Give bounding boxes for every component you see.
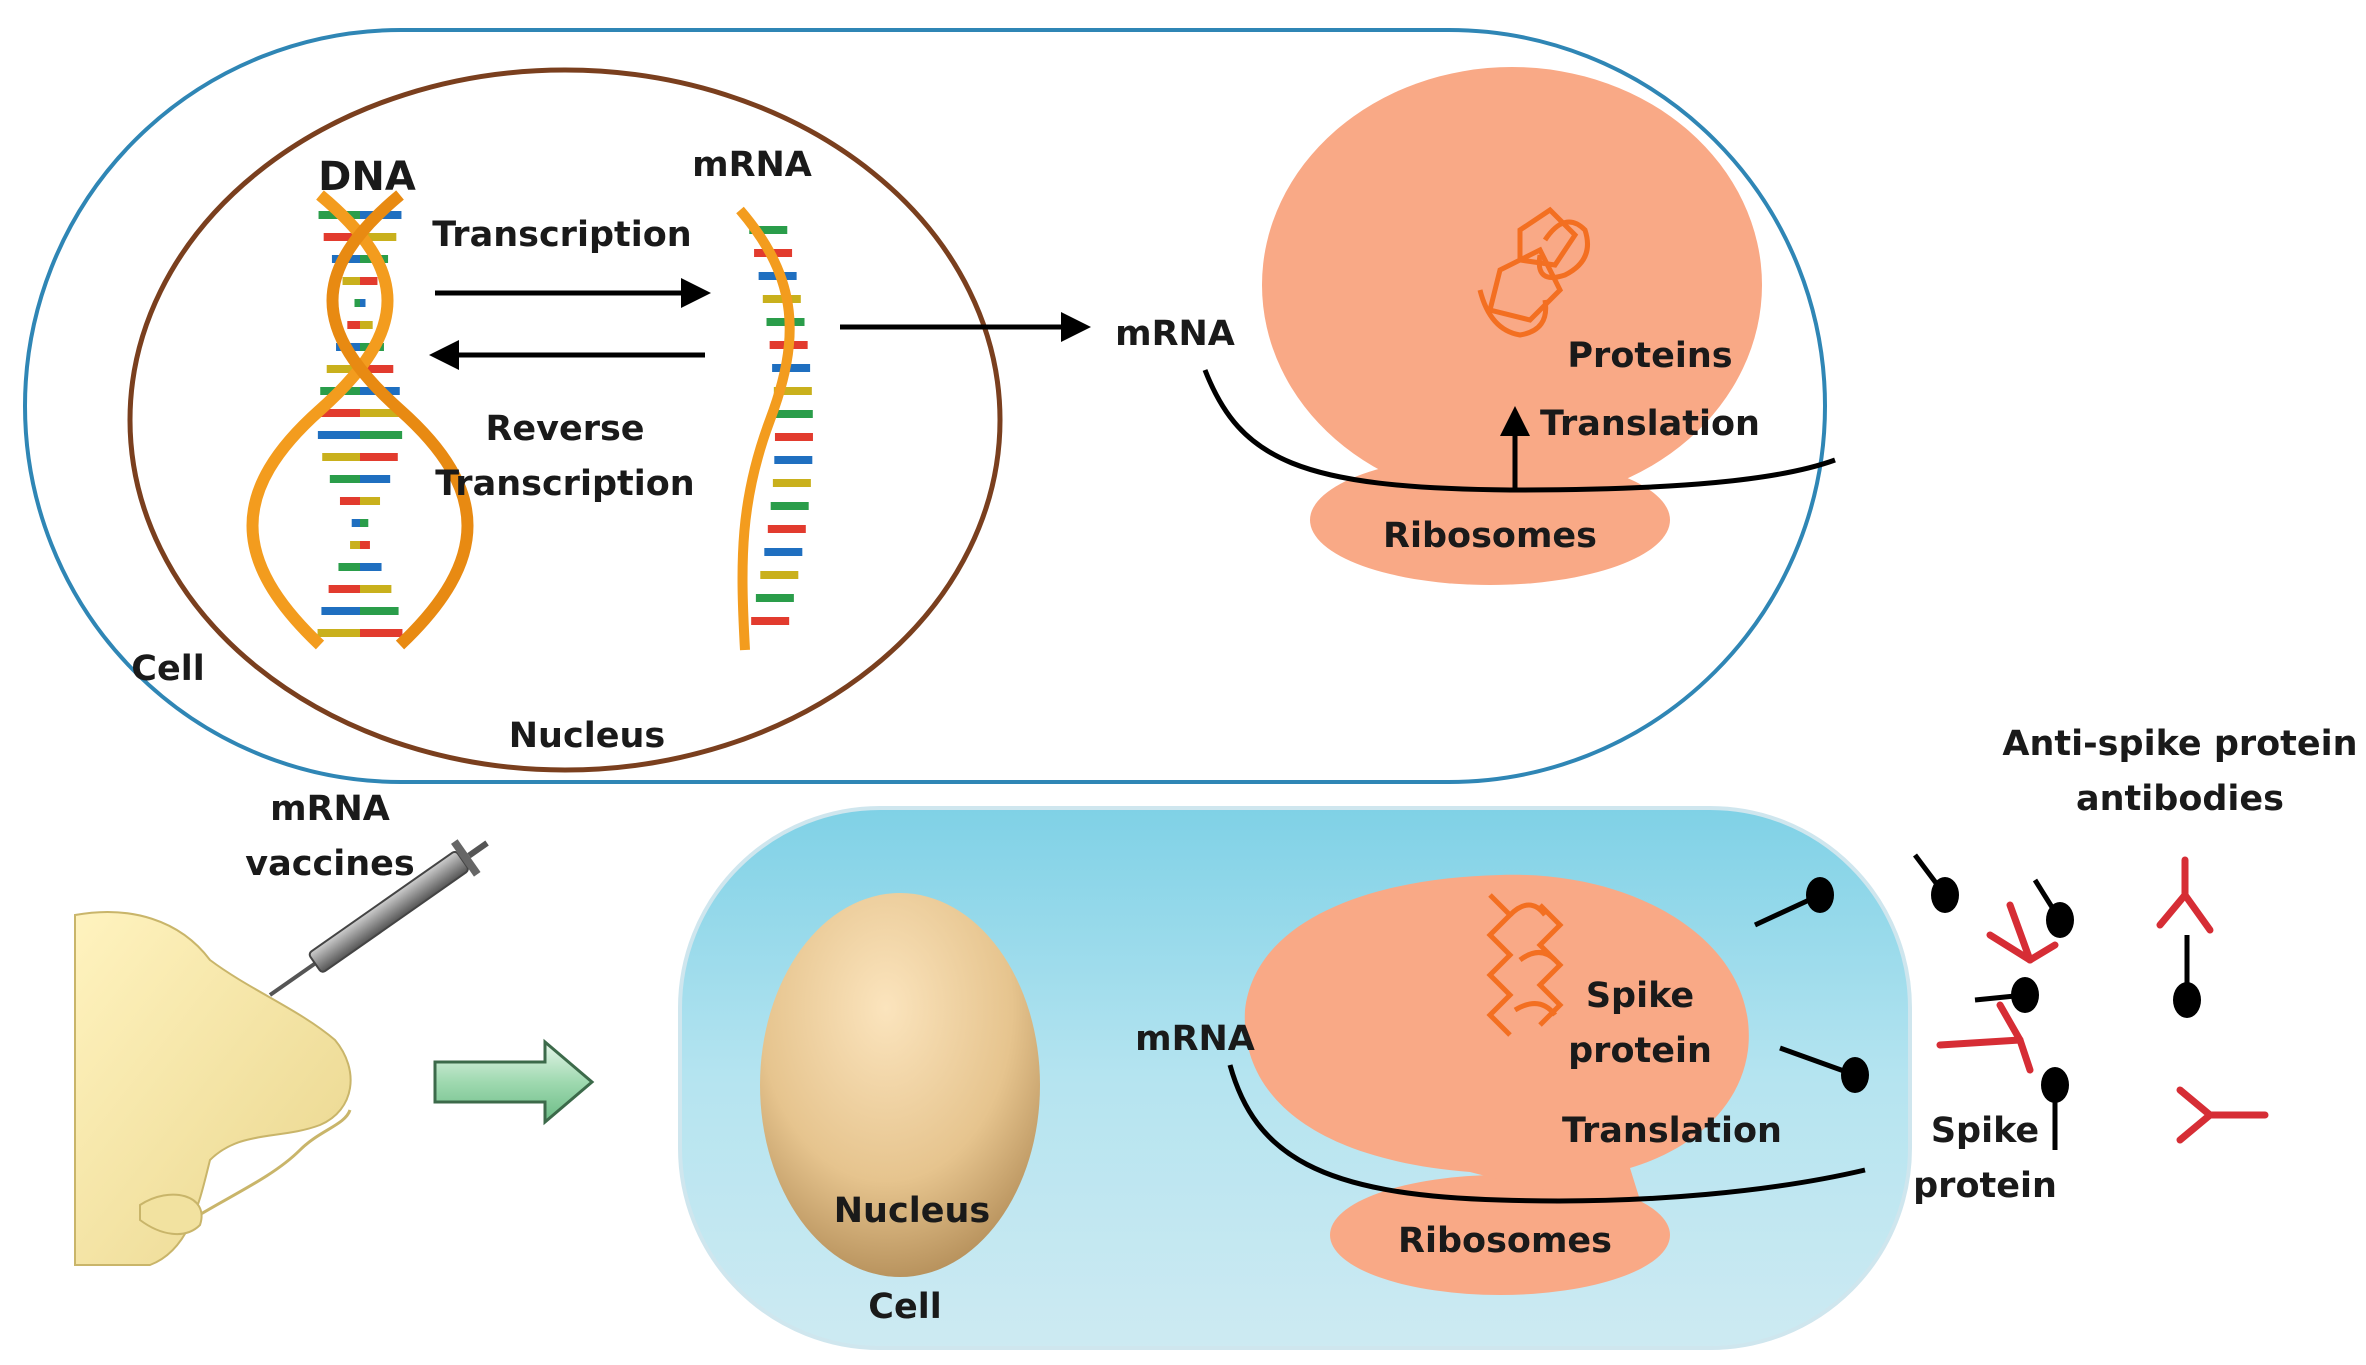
top-cell-label: Cell <box>131 649 204 689</box>
top-ribosomes-label: Ribosomes <box>1383 516 1597 556</box>
bottom-ribosome-large-subunit <box>1244 874 1749 1200</box>
bottom-nucleus-label: Nucleus <box>834 1191 990 1231</box>
spike-protein-label-line2: protein <box>1568 1031 1712 1071</box>
bottom-translation-label: Translation <box>1562 1111 1782 1151</box>
cytoplasm-mrna-label: mRNA <box>1115 314 1235 354</box>
process-arrow-icon <box>433 1038 595 1126</box>
spike-protein-markers <box>1753 853 2201 1150</box>
transcription-label: Transcription <box>432 215 691 255</box>
bottom-ribosome-small-subunit <box>1330 1175 1670 1295</box>
mrna-strand-icon <box>736 206 813 651</box>
protein-chain-icon <box>1477 206 1590 338</box>
dna-double-helix-icon <box>246 190 474 650</box>
bottom-mrna-label: mRNA <box>1135 1019 1255 1059</box>
antibodies-label-line1: Anti-spike protein <box>2002 724 2357 764</box>
bottom-ribosomes-label: Ribosomes <box>1398 1221 1612 1261</box>
top-ribosome-large-subunit <box>1262 67 1762 503</box>
top-nucleus-label: Nucleus <box>509 716 665 756</box>
syringe-icon <box>268 839 489 997</box>
reverse-transcription-label-line1: Reverse <box>485 409 644 449</box>
outside-spike-label-line2: protein <box>1913 1166 2057 1206</box>
nucleus-mrna-label: mRNA <box>692 145 812 185</box>
outside-spike-label-line1: Spike <box>1931 1111 2039 1151</box>
vaccine-label-line2: vaccines <box>245 844 414 884</box>
top-mrna-strand-cytoplasm <box>1202 369 1836 493</box>
top-cell-membrane <box>23 28 1827 784</box>
bottom-cell-label: Cell <box>868 1287 941 1327</box>
reverse-transcription-label-line2: Transcription <box>435 464 694 504</box>
antibodies-label-line2: antibodies <box>2076 779 2284 819</box>
proteins-label: Proteins <box>1567 336 1732 376</box>
bottom-nucleus-body <box>760 893 1040 1277</box>
top-nucleus-membrane <box>127 67 1003 773</box>
dna-label: DNA <box>318 154 416 200</box>
patient-figure-icon <box>74 911 352 1266</box>
top-translation-label: Translation <box>1540 404 1760 444</box>
spike-protein-chain-icon <box>1486 893 1564 1037</box>
vaccine-label-line1: mRNA <box>270 789 390 829</box>
antibody-markers <box>1936 856 2269 1144</box>
bottom-mrna-strand <box>1227 1064 1866 1204</box>
spike-protein-label-line1: Spike <box>1586 976 1694 1016</box>
